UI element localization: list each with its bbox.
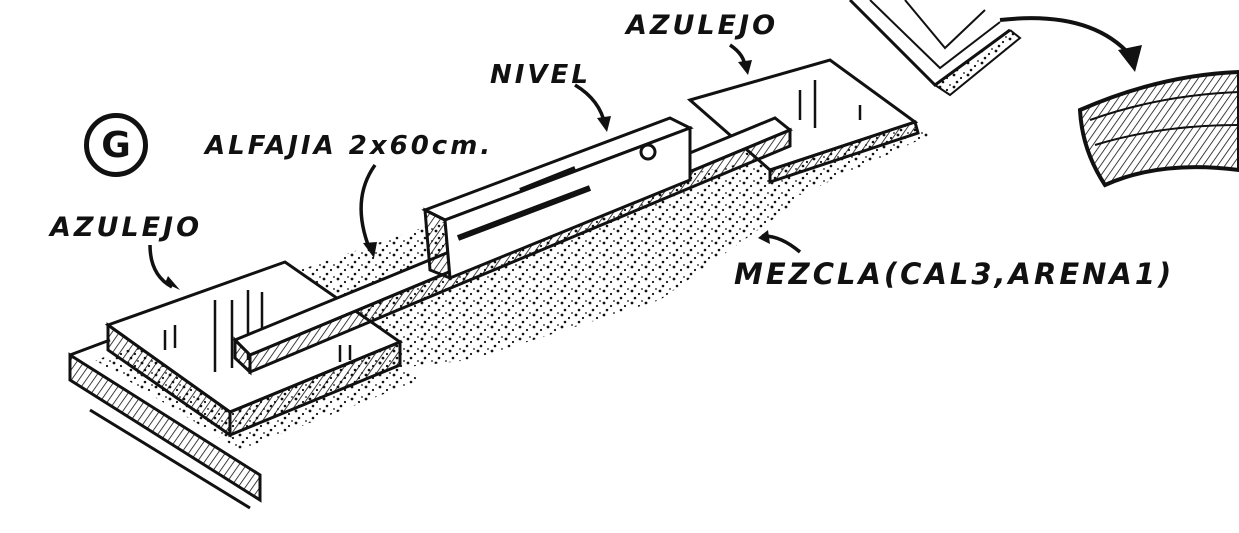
arrow-batten — [359, 163, 377, 251]
label-tile-left: AZULEJO — [50, 212, 203, 243]
figure-letter-circle — [84, 113, 148, 177]
inset-curved-arrow — [999, 16, 1132, 57]
label-level: NIVEL — [490, 60, 591, 90]
inset-moulding-profile — [1077, 69, 1239, 188]
base-slab — [68, 338, 262, 510]
label-tile-top: AZULEJO — [626, 10, 779, 41]
tile-left — [104, 260, 404, 438]
arrow-tile-left — [148, 244, 173, 289]
figure-letter: G — [101, 124, 131, 166]
mortar-strip — [300, 160, 800, 370]
inset-frame-corner — [848, 0, 1022, 97]
label-mortar: MEZCLA(CAL3,ARENA1) — [734, 257, 1175, 291]
label-batten: ALFAJIA 2x60cm. — [205, 131, 494, 161]
spirit-level — [421, 116, 694, 281]
